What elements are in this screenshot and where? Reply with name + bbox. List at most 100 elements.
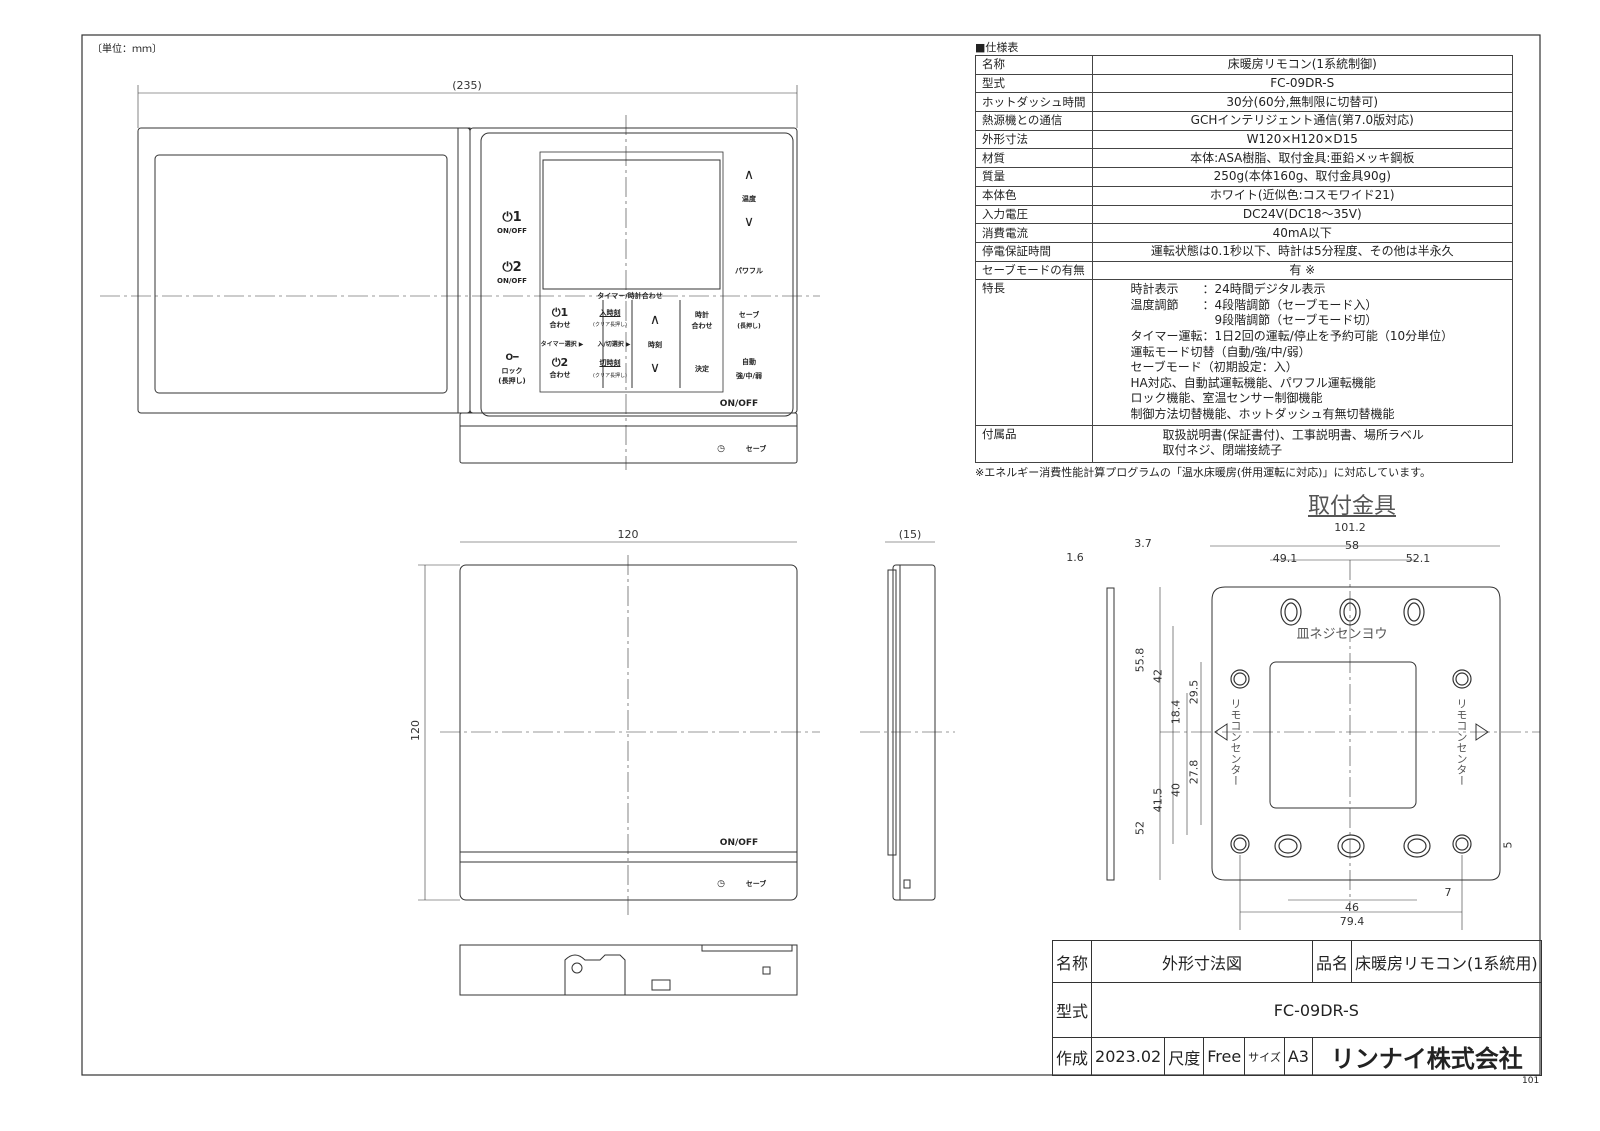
temp-down-button[interactable]: ∨ (743, 214, 755, 230)
product-name: 床暖房リモコン(1系統用) (1350, 940, 1542, 983)
spec-key: セーブモードの有無 (975, 260, 1093, 281)
spec-value: W120×H120×D15 (1091, 129, 1513, 150)
model-label: 型式 (1051, 982, 1093, 1038)
spec-line: 9段階調節（セーブモード切） (1130, 313, 1378, 328)
dim-top-width: (235) (452, 79, 482, 92)
lock-sub-label: (長押し) (498, 377, 526, 385)
clock-button[interactable]: 時計 (695, 311, 709, 319)
main-on-off-button[interactable]: ON/OFF (719, 399, 759, 409)
spec-value: DC24V(DC18～35V) (1091, 204, 1513, 225)
off-time-button[interactable]: 切時刻 (599, 359, 621, 367)
bracket-dimension: 46 (1345, 901, 1359, 914)
spec-line: 運転モード切替（自動/強/中/弱） (1130, 344, 1311, 359)
bracket-dimension: 27.8 (1187, 759, 1201, 785)
lock-button[interactable]: ロック (501, 367, 523, 375)
spec-value: 250g(本体160g、取付金具90g) (1091, 167, 1513, 187)
auto-sub-label: 強/中/弱 (735, 372, 763, 380)
on-off-2-label: ON/OFF (497, 277, 527, 285)
spec-key: 質量 (975, 167, 1093, 187)
bracket-dimension: 58 (1345, 539, 1359, 552)
time-up-button[interactable]: ∧ (649, 312, 661, 328)
spec-value: 取扱説明書(保証書付)、工事説明書、場所ラベル取付ネジ、閉端接続子 (1091, 424, 1513, 463)
powerful-button[interactable]: パワフル (735, 267, 763, 275)
bracket-dimension: 79.4 (1339, 915, 1365, 928)
front-save-label: セーブ (745, 880, 767, 888)
spec-value: GCHインテリジェント通信(第7.0版対応) (1091, 111, 1513, 131)
spec-key: 付属品 (975, 424, 1093, 463)
timer2-label: 合わせ (549, 371, 571, 379)
bracket-dimension: 29.5 (1187, 679, 1201, 705)
on-off-2-button[interactable]: ⏻2 (502, 260, 522, 275)
spec-value: FC-09DR-S (1091, 73, 1513, 94)
spec-row: 特長時計表示 ：24時間デジタル表示温度調節 ：4段階調節（セーブモード入） 9… (975, 279, 1513, 426)
spec-key: 特長 (975, 279, 1093, 426)
on-time-sub: (クリア長押し) (593, 322, 627, 328)
bracket-dimension: 40 (1169, 783, 1183, 797)
timer-header: タイマー/時計合わせ (597, 292, 663, 300)
top-view (100, 85, 820, 470)
dim-front-width: 120 (617, 528, 639, 541)
bracket-dimension: 1.6 (1066, 551, 1084, 564)
scale-label: 尺度 (1164, 1037, 1205, 1076)
power-icon: ⏻ (502, 210, 513, 225)
spec-line: 取付ネジ、閉端接続子 (1162, 443, 1283, 458)
timer1-button[interactable]: ⏻1 (551, 306, 569, 319)
power-icon: ⏻ (551, 356, 561, 369)
spec-value: 有 ※ (1091, 260, 1513, 281)
bracket-title: 取付金具 (1307, 494, 1397, 519)
off-time-sub: (クリア長押し) (593, 373, 627, 379)
clock-indicator-icon: ◷ (717, 879, 725, 889)
clock-indicator-icon: ◷ (717, 444, 725, 454)
temp-up-button[interactable]: ∧ (743, 167, 755, 183)
timer-select-label: タイマー選択 ▶ (540, 341, 584, 348)
bracket-dimension: 42 (1151, 669, 1165, 683)
timer2-button[interactable]: ⏻2 (551, 356, 569, 369)
spec-row: 付属品取扱説明書(保証書付)、工事説明書、場所ラベル取付ネジ、閉端接続子 (975, 424, 1513, 463)
on-off-1-label: ON/OFF (497, 227, 527, 235)
spec-value: 40mA以下 (1091, 223, 1513, 243)
bracket-dimension: 52.1 (1405, 552, 1431, 565)
decide-button[interactable]: 決定 (695, 365, 709, 373)
scale-value: Free (1203, 1037, 1246, 1076)
key-icon: O━ (505, 353, 519, 363)
save-button[interactable]: セーブ (738, 311, 760, 319)
spec-value: 30分(60分,無制限に切替可) (1091, 92, 1513, 113)
screw-label: 皿ネジセンヨウ (1296, 627, 1388, 642)
spec-line: HA対応、自動試運転機能、パワフル運転機能 (1130, 375, 1376, 390)
center-label-left: リモコンセンター (1229, 698, 1242, 786)
sheet-number: 101 (1522, 1076, 1540, 1086)
spec-value: ホワイト(近似色:コスモワイド21) (1091, 185, 1513, 206)
bracket-dimension: 7 (1444, 886, 1452, 899)
on-off-1-button[interactable]: ⏻1 (502, 210, 522, 225)
bracket-dimension: 41.5 (1151, 787, 1165, 813)
bottom-view (459, 944, 798, 996)
clock-sub-label: 合わせ (691, 322, 713, 330)
spec-key: 消費電流 (975, 223, 1093, 243)
spec-value: 時計表示 ：24時間デジタル表示温度調節 ：4段階調節（セーブモード入） 9段階… (1091, 279, 1513, 426)
spec-line: 温度調節 ：4段階調節（セーブモード入） (1130, 297, 1378, 312)
bracket-dimension: 101.2 (1334, 521, 1366, 534)
auto-button[interactable]: 自動 (742, 358, 756, 366)
time-label: 時刻 (648, 341, 662, 349)
spec-key: ホットダッシュ時間 (975, 92, 1093, 113)
name-label: 名称 (1051, 940, 1093, 983)
spec-line: 時計表示 ：24時間デジタル表示 (1130, 282, 1326, 297)
temp-label: 温度 (742, 195, 756, 203)
time-down-button[interactable]: ∨ (649, 360, 661, 376)
power-icon: ⏻ (551, 306, 561, 319)
on-time-button[interactable]: 入時刻 (599, 309, 621, 317)
unit-label: 〔単位：ｍｍ〕 (92, 44, 162, 55)
spec-key: 停電保証時間 (975, 241, 1093, 262)
front-on-off-label: ON/OFF (719, 838, 759, 848)
bracket-dimension: 55.8 (1133, 647, 1147, 673)
bracket-dimension: 49.1 (1272, 552, 1298, 565)
sheet-border (81, 34, 1541, 1076)
spec-row: 本体色ホワイト(近似色:コスモワイド21) (975, 185, 1513, 206)
